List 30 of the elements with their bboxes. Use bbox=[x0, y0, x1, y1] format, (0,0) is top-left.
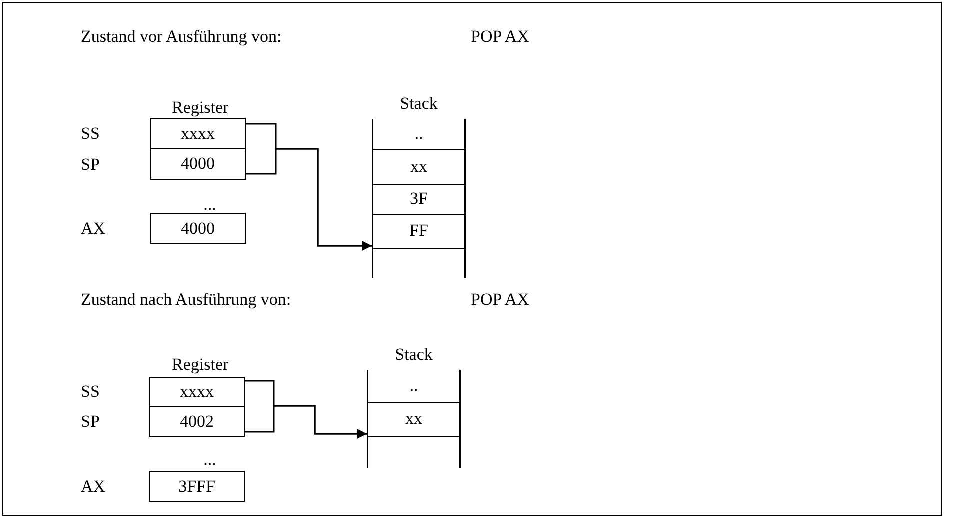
stack-cell: FF bbox=[372, 214, 466, 249]
instruction-text: POP AX bbox=[471, 290, 530, 310]
register-cell: 4002 bbox=[149, 407, 245, 437]
register-cell: 4000 bbox=[150, 213, 246, 244]
arrow bbox=[246, 148, 372, 251]
ellipsis: ... bbox=[202, 450, 218, 470]
register-name: SS bbox=[81, 124, 100, 144]
register-cell: xxxx bbox=[150, 118, 246, 149]
column-heading: Stack bbox=[394, 345, 434, 365]
stack-cell: .. bbox=[372, 119, 466, 150]
stack-cell: 3F bbox=[372, 184, 466, 215]
stack-cell: xx bbox=[372, 148, 466, 185]
register-cell: 4000 bbox=[150, 149, 246, 180]
register-name: SP bbox=[81, 154, 100, 174]
state-heading: Zustand nach Ausführung von: bbox=[81, 290, 292, 310]
state-heading: Zustand vor Ausführung von: bbox=[81, 27, 282, 47]
register-name: SS bbox=[81, 382, 100, 402]
register-cell: 3FFF bbox=[149, 471, 245, 502]
stack-cell: xx bbox=[367, 402, 461, 437]
column-heading: Stack bbox=[399, 94, 439, 114]
register-name: AX bbox=[81, 218, 106, 238]
stack-cell: .. bbox=[367, 370, 461, 403]
register-name: SP bbox=[81, 412, 100, 432]
arrow bbox=[245, 405, 367, 439]
group-heading: Register bbox=[172, 355, 229, 375]
group-heading: Register bbox=[172, 98, 229, 118]
ellipsis: ... bbox=[202, 195, 218, 215]
register-name: AX bbox=[81, 476, 106, 496]
register-cell: xxxx bbox=[149, 377, 245, 407]
instruction-text: POP AX bbox=[471, 27, 530, 47]
